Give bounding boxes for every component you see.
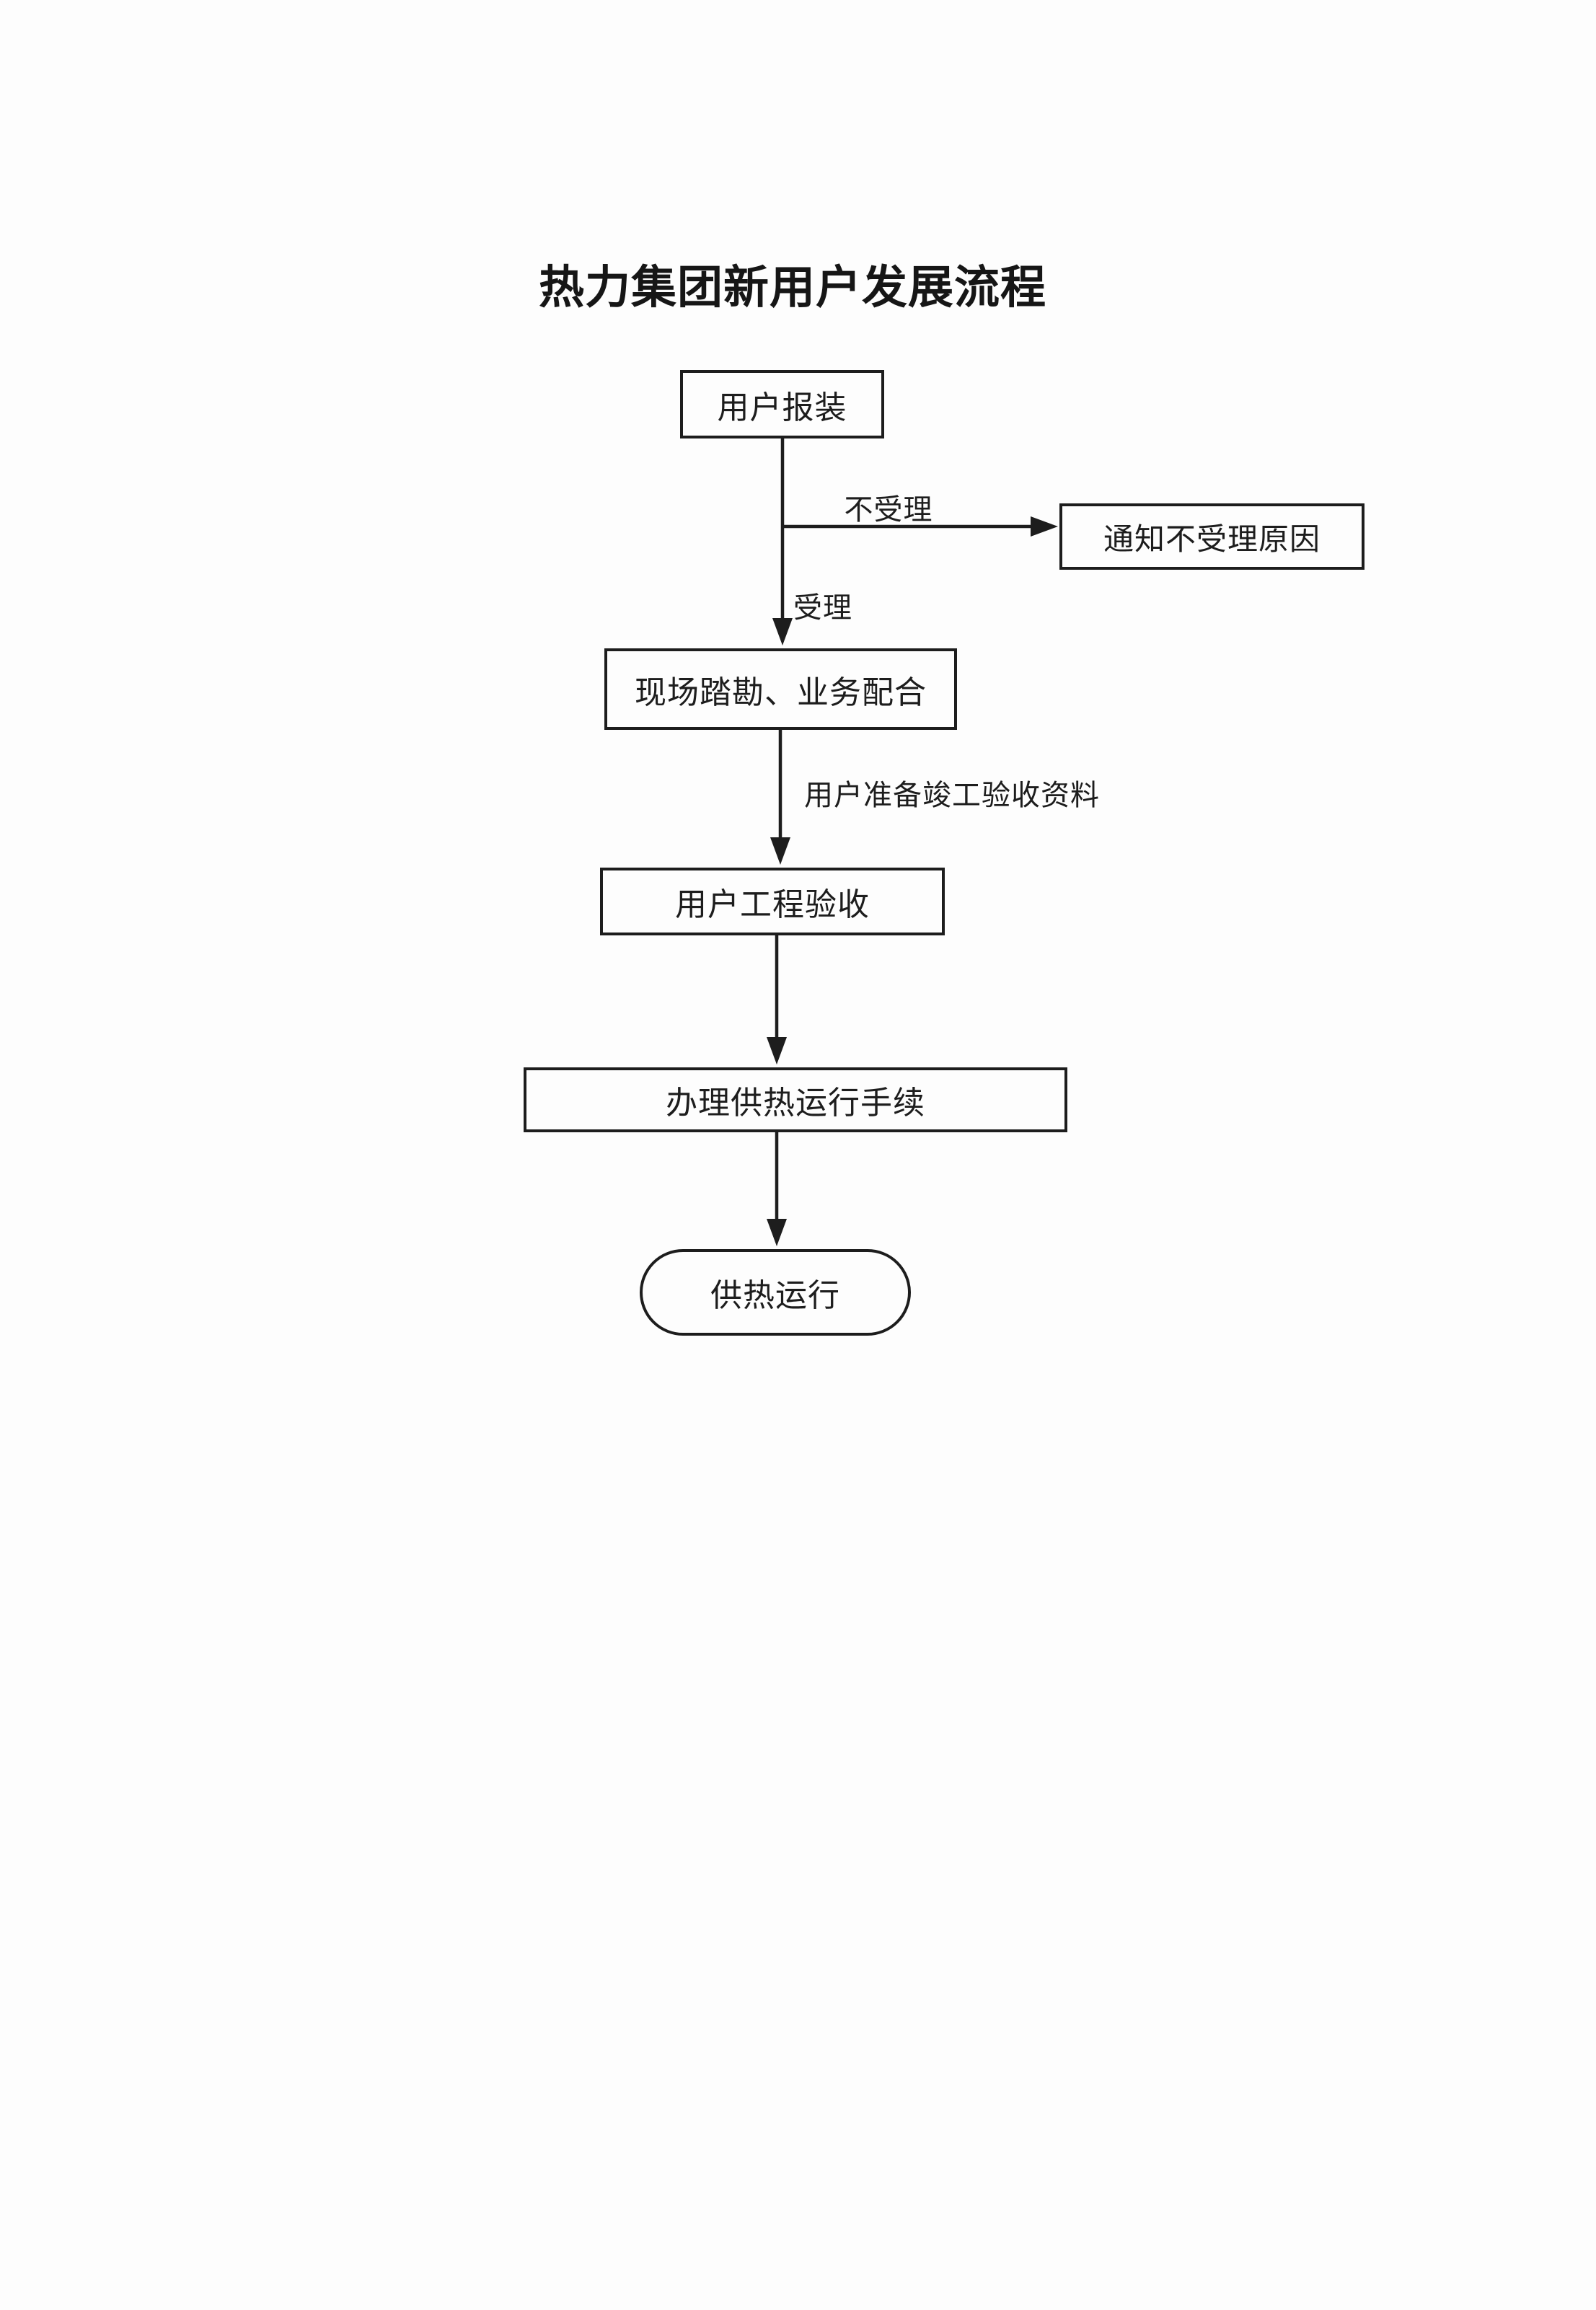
edge-apply-to-survey xyxy=(772,438,793,645)
flow-node-project-acceptance: 用户工程验收 xyxy=(600,868,945,935)
edge-label-accepted: 受理 xyxy=(793,591,852,624)
flow-node-notify-rejection-reason: 通知不受理原因 xyxy=(1059,503,1364,570)
edge-procedures-to-operation xyxy=(767,1132,787,1246)
flow-node-heating-procedures: 办理供热运行手续 xyxy=(524,1067,1067,1132)
edge-label-prepare-completion-docs: 用户准备竣工验收资料 xyxy=(804,779,1100,811)
edge-apply-to-notify xyxy=(782,516,1058,537)
flow-terminator-heating-operation: 供热运行 xyxy=(640,1249,911,1336)
page-title: 热力集团新用户发展流程 xyxy=(539,263,1046,313)
flow-node-customer-application: 用户报装 xyxy=(680,370,884,438)
edge-survey-to-acceptance xyxy=(770,730,790,865)
edge-acceptance-to-procedures xyxy=(767,935,787,1064)
edge-label-rejected: 不受理 xyxy=(844,493,933,526)
flow-node-site-survey: 现场踏勘、业务配合 xyxy=(604,648,957,730)
